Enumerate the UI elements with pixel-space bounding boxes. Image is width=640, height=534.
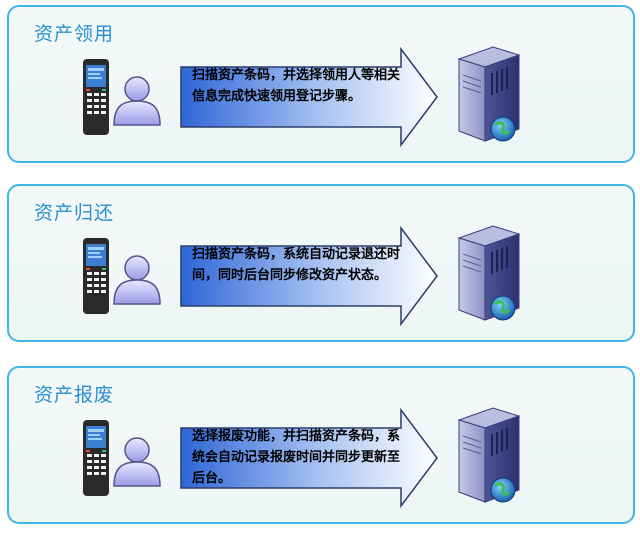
flow-arrow-icon	[180, 47, 438, 147]
server-icon	[457, 46, 521, 142]
handheld-scanner-icon	[83, 420, 109, 496]
server-icon	[457, 225, 521, 321]
panel-title: 资产报废	[34, 384, 115, 406]
handheld-scanner-icon	[83, 59, 109, 135]
server-icon	[457, 407, 521, 503]
flow-arrow-icon	[180, 226, 438, 326]
panel-asset-return: 资产归还 扫描资产条码，系统自动记录退还时间，同时后台同步修改资产状态。	[7, 184, 635, 342]
flow-description: 选择报废功能，并扫描资产条码，系统会自动记录报废时间并同步更新至后台。	[192, 429, 401, 486]
handheld-scanner-icon	[83, 238, 109, 314]
flow-arrow-icon	[180, 408, 438, 508]
panel-asset-disposal: 资产报废 选择报废功能，并扫描资产条码，系统会自动记录报废时间并同步更新至后台。	[7, 366, 635, 524]
user-icon	[113, 437, 161, 487]
panel-asset-checkout: 资产领用 扫描资产条码，并选择领用人等相关信息完成快速领用登记步骤。	[7, 5, 635, 163]
flow-description: 扫描资产条码，并选择领用人等相关信息完成快速领用登记步骤。	[192, 68, 401, 104]
panel-title: 资产领用	[34, 23, 115, 45]
flow-description: 扫描资产条码，系统自动记录退还时间，同时后台同步修改资产状态。	[192, 247, 401, 283]
user-icon	[113, 255, 161, 305]
panel-title: 资产归还	[34, 202, 115, 224]
user-icon	[113, 76, 161, 126]
